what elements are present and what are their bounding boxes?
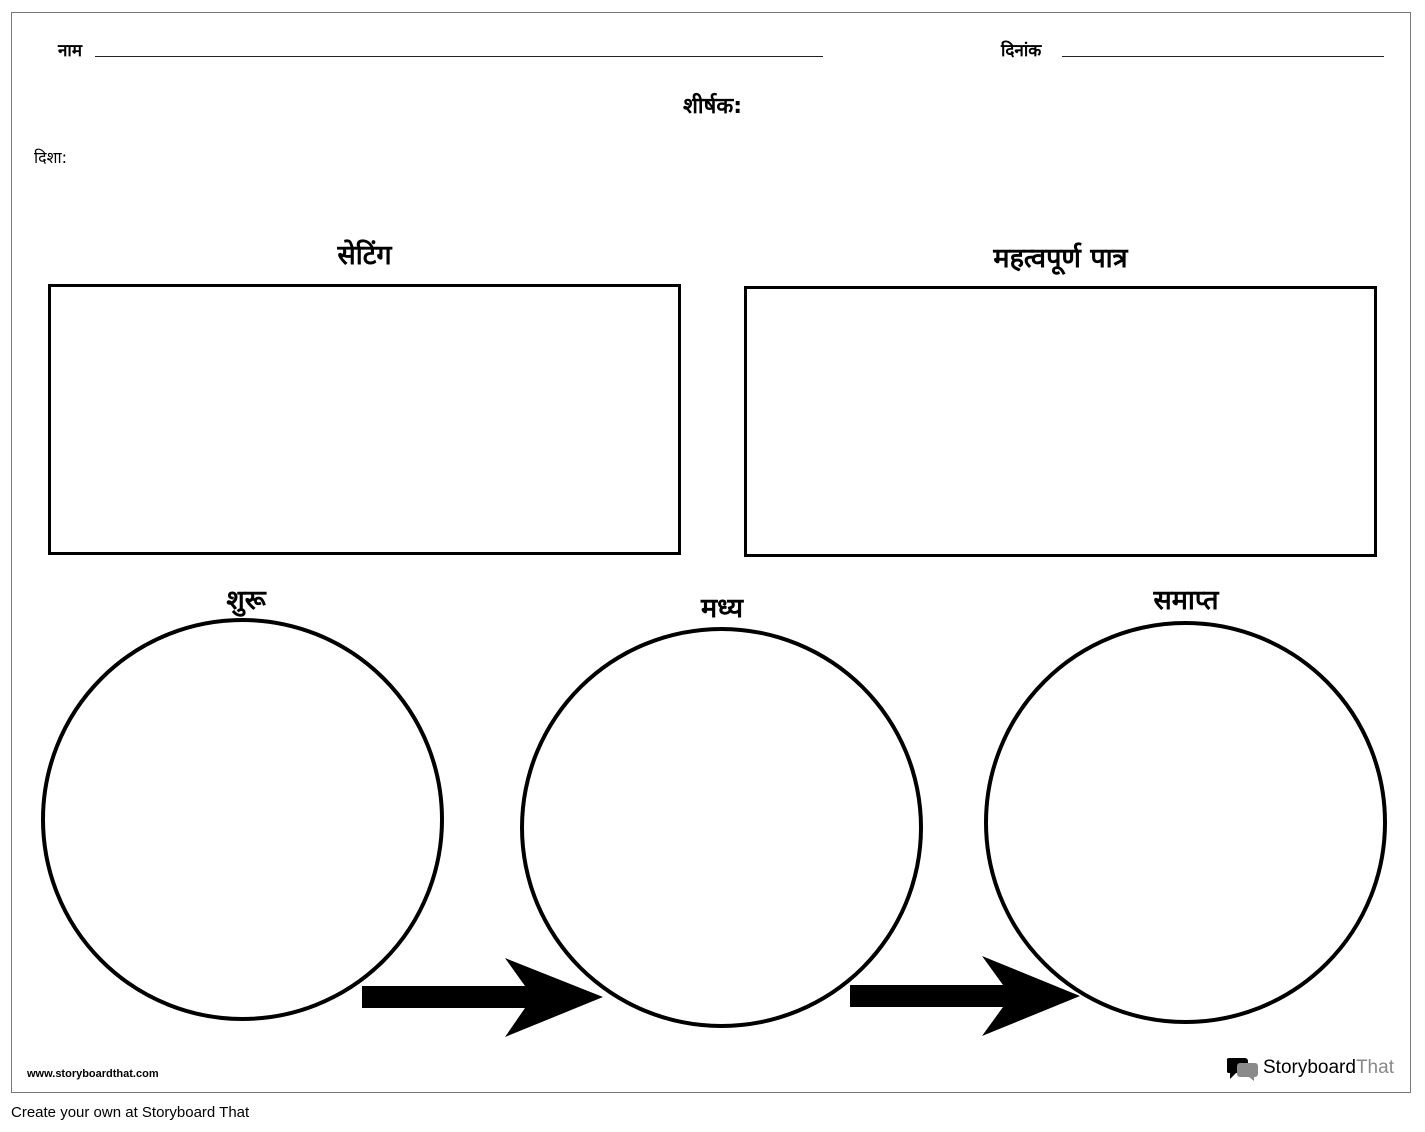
website-url: www.storyboardthat.com	[27, 1068, 159, 1080]
setting-box[interactable]	[48, 284, 681, 555]
end-circle[interactable]	[984, 621, 1387, 1024]
date-label: दिनांक	[1001, 41, 1042, 61]
end-heading: समाप्त	[1153, 585, 1219, 616]
arrow-right-icon	[362, 958, 603, 1037]
name-label: नाम	[58, 41, 83, 61]
setting-heading: सेटिंग	[337, 240, 392, 271]
name-line[interactable]	[95, 56, 823, 57]
speech-bubbles-icon	[1227, 1058, 1258, 1081]
brand-name-part2: That	[1355, 1057, 1394, 1078]
create-your-own-link[interactable]: Create your own at Storyboard That	[11, 1104, 250, 1121]
date-line[interactable]	[1062, 56, 1384, 57]
beginning-circle[interactable]	[41, 618, 444, 1021]
middle-heading: मध्य	[701, 593, 743, 624]
characters-heading: महत्वपूर्ण पात्र	[993, 243, 1128, 274]
middle-circle[interactable]	[520, 627, 923, 1028]
brand-name-part1: Storyboard	[1263, 1057, 1356, 1078]
title-label: शीर्षक:	[682, 94, 743, 119]
direction-label: दिशा:	[34, 148, 68, 167]
beginning-heading: शुरू	[226, 585, 266, 616]
arrow-right-icon	[850, 956, 1080, 1036]
characters-box[interactable]	[744, 286, 1377, 557]
